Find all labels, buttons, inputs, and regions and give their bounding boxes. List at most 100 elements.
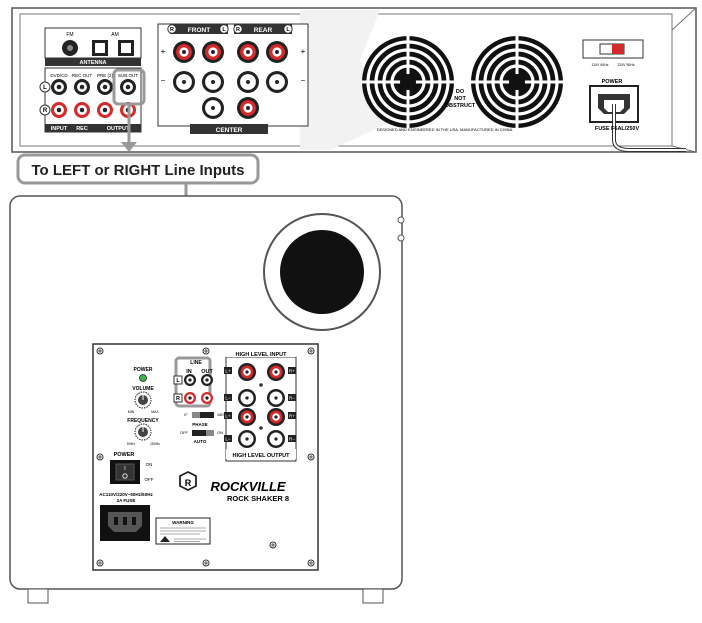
auto-label: AUTO	[194, 439, 207, 444]
speaker-terminal-minus-2[interactable]	[237, 71, 259, 93]
hli-l-minus: L−	[225, 396, 231, 401]
hlo-right-plus-post[interactable]	[267, 408, 285, 426]
rca-jack-left-0[interactable]	[51, 79, 67, 95]
line-out-left-jack[interactable]	[201, 374, 213, 386]
cooling-fans: DO NOT OBSTRUCT DESIGNED AND ENGINEERED …	[362, 36, 563, 132]
hli-left-minus-post[interactable]	[238, 389, 256, 407]
frequency-min: 50Hz	[127, 442, 135, 446]
output-label: OUTPUT	[107, 126, 130, 132]
hlo-left-plus-post[interactable]	[238, 408, 256, 426]
hlo-l-minus: L−	[225, 437, 231, 442]
speaker-terminal-plus-0[interactable]	[173, 41, 195, 63]
speaker-terminal-minus-0[interactable]	[173, 71, 195, 93]
volume-max: MAX	[151, 410, 159, 414]
volume-label: VOLUME	[132, 386, 154, 392]
sub-out-label: SUB OUT	[118, 73, 138, 78]
rca-section: DVD/CD REC OUT PRE (2) SUB OUT L R INPUT…	[39, 67, 146, 133]
minus-right: −	[301, 76, 306, 85]
line-out-right-jack[interactable]	[201, 392, 213, 404]
hlo-right-minus-post[interactable]	[267, 430, 285, 448]
hlo-r-plus: R+	[289, 414, 295, 419]
phase-zero: 0°	[184, 412, 188, 417]
foot-right	[362, 588, 384, 604]
not-label: NOT	[454, 96, 466, 102]
v220-label: 220V 50Hz	[617, 63, 635, 67]
phase-180: 180°	[217, 412, 226, 417]
center-terminal-minus[interactable]	[202, 97, 224, 119]
power-led	[139, 374, 147, 382]
line-in-right-jack[interactable]	[184, 392, 196, 404]
hli-l-plus: L+	[225, 369, 231, 374]
rca-jack-left-2[interactable]	[97, 79, 113, 95]
rca-jack-left-3[interactable]	[120, 79, 136, 95]
auto-switch[interactable]	[192, 430, 214, 436]
receiver-power-label: POWER	[602, 79, 623, 85]
antenna-title: ANTENNA	[80, 60, 107, 66]
warning-title: WARNING	[172, 520, 194, 525]
rear-label: REAR	[254, 27, 273, 34]
hli-r-plus: R+	[289, 369, 295, 374]
hlo-left-minus-post[interactable]	[238, 430, 256, 448]
line-r-marker: R	[176, 396, 180, 402]
speaker-terminal-plus-3[interactable]	[266, 41, 288, 63]
hli-left-plus-post[interactable]	[238, 363, 256, 381]
power-section: 110V 60Hz 220V 50Hz POWER FUSE F6AL/250V	[582, 39, 686, 152]
speaker-terminal-plus-2[interactable]	[237, 41, 259, 63]
made-in-label: DESIGNED AND ENGINEERED IN THE USA. MANU…	[377, 127, 514, 132]
line-label: LINE	[190, 360, 202, 366]
rockville-logo: R	[179, 470, 197, 492]
rec-out-label: REC OUT	[72, 73, 93, 78]
speaker-channel-marker: L	[222, 27, 226, 33]
speaker-channel-marker: R	[236, 27, 240, 33]
frequency-label: FREQUENCY	[127, 418, 159, 424]
high-level-output-label: HIGH LEVEL OUTPUT	[232, 453, 290, 459]
line-in-left-jack[interactable]	[184, 374, 196, 386]
center-terminal-plus[interactable]	[237, 97, 259, 119]
hli-right-minus-post[interactable]	[267, 389, 285, 407]
v110-label: 110V 60Hz	[591, 63, 608, 67]
minus-left: −	[161, 76, 166, 85]
svg-text:I: I	[124, 466, 125, 472]
speaker-terminal-minus-1[interactable]	[202, 71, 224, 93]
rca-jack-right-1[interactable]	[74, 102, 90, 118]
fan-grille-1	[471, 36, 563, 128]
sub-power-label: POWER	[114, 452, 135, 458]
am-label: AM	[111, 32, 119, 38]
phase-switch[interactable]	[192, 412, 214, 418]
ac-rating-label: AC110V/220V~50Hz/60Hz	[99, 492, 153, 497]
center-label: CENTER	[216, 127, 243, 134]
frequency-max: 150Hz	[150, 442, 160, 446]
rca-l-marker: L	[43, 85, 47, 91]
subwoofer-cabinet: POWER VOLUME MIN MAX FREQUENCY 50Hz 150H…	[9, 195, 405, 604]
speaker-terminal-plus-1[interactable]	[202, 41, 224, 63]
line-out-label: OUT	[201, 369, 213, 375]
receiver-rear-panel: FM AM ANTENNA DVD/CD REC OUT PRE (2) SUB…	[11, 7, 697, 153]
antenna-section: FM AM ANTENNA	[44, 27, 142, 66]
rca-jack-right-0[interactable]	[51, 102, 67, 118]
rca-jack-right-2[interactable]	[97, 102, 113, 118]
do-label: DO	[456, 89, 465, 95]
model-name: ROCK SHAKER 8	[227, 494, 289, 503]
voltage-selector-switch	[612, 44, 624, 54]
rca-jack-left-1[interactable]	[74, 79, 90, 95]
input-label: INPUT	[51, 126, 68, 132]
volume-min: MIN	[128, 410, 135, 414]
speaker-channel-marker: R	[170, 27, 174, 33]
hlo-l-plus: L+	[225, 414, 231, 419]
volume-knob[interactable]	[134, 391, 152, 409]
speaker-channel-marker: L	[286, 27, 290, 33]
hli-r-minus: R−	[289, 396, 295, 401]
sub-power-off: OFF	[145, 477, 154, 482]
rec-label: REC	[76, 126, 88, 132]
hli-right-plus-post[interactable]	[267, 363, 285, 381]
dvd-cd-label: DVD/CD	[50, 73, 68, 78]
svg-text:R: R	[185, 478, 192, 488]
fuse-rating-label: 2A FUSE	[117, 498, 136, 503]
frequency-knob[interactable]	[134, 423, 152, 441]
fuse-label: FUSE F6AL/250V	[595, 126, 640, 132]
bass-port	[280, 230, 364, 314]
speaker-terminal-minus-3[interactable]	[266, 71, 288, 93]
plus-right: +	[301, 47, 306, 56]
watermark-shape	[300, 10, 395, 150]
hlo-r-minus: R−	[289, 437, 295, 442]
